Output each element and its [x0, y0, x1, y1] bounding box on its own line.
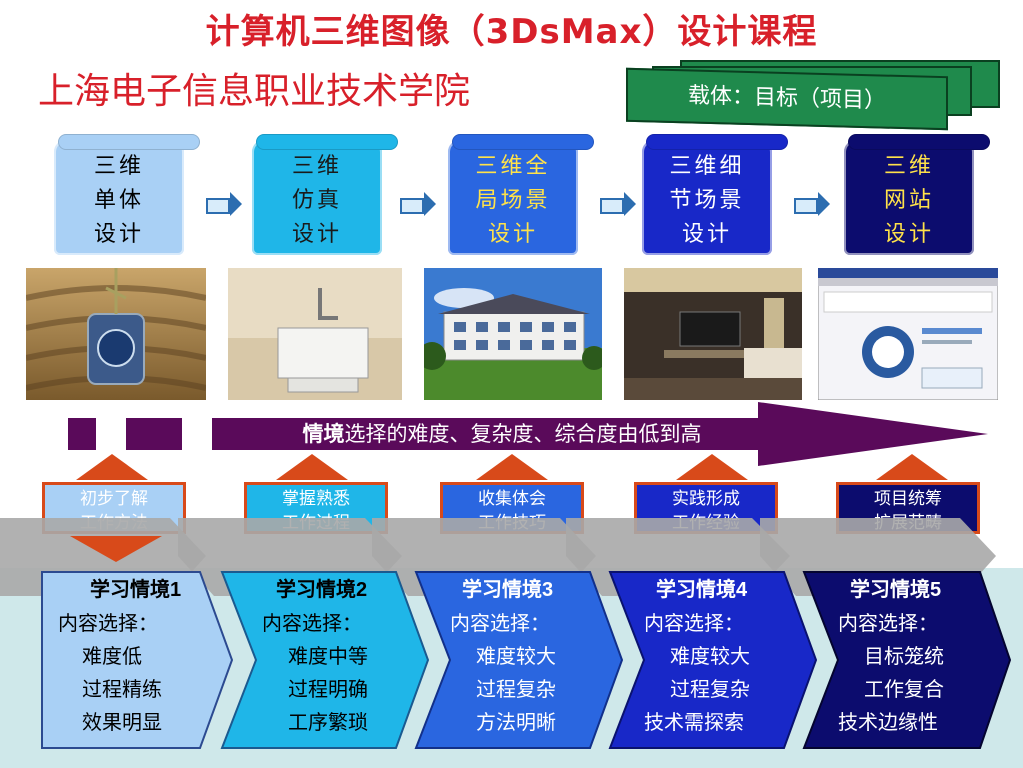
lesson-2-item-3: 工序繁琐 — [288, 710, 368, 734]
photo-living-room — [624, 268, 802, 400]
chevron-3 — [414, 571, 624, 749]
stage-1-line-1: 三维 — [93, 154, 144, 179]
lesson-2-label: 内容选择： — [262, 611, 362, 635]
lesson-4-label: 内容选择： — [644, 611, 744, 635]
college-name: 上海电子信息职业技术学院 — [38, 71, 471, 112]
lesson-1: 学习情境1 内容选择： 难度低 过程精练 效果明显 — [58, 574, 238, 749]
lesson-3-title: 学习情境3 — [462, 579, 554, 601]
lesson-3-item-3: 方法明晰 — [476, 710, 556, 734]
carrier-label: 载体：目标（项目） — [626, 67, 948, 131]
stage-scroll-3: 三维全 局场景 设计 — [448, 134, 594, 255]
down-arrow-icon — [70, 536, 162, 562]
difficulty-bar — [212, 418, 772, 450]
stage-scroll-2: 三维 仿真 设计 — [252, 134, 398, 255]
chevron-4 — [608, 571, 818, 749]
main-title: 计算机三维图像（3DsMax）设计课程 — [205, 12, 818, 52]
outcome-1-line-1: 初步了解 — [80, 489, 148, 509]
photo-website — [818, 268, 998, 400]
lesson-1-item-1: 难度低 — [82, 644, 142, 668]
photo-sink — [228, 268, 402, 400]
right-arrow-icon — [794, 192, 830, 216]
stage-2-line-2: 仿真 — [291, 188, 342, 213]
lesson-chevrons — [41, 571, 1012, 749]
stage-3-text: 三维全 局场景 设计 — [448, 150, 578, 252]
lesson-3: 学习情境3 内容选择： 难度较大 过程复杂 方法明晰 — [450, 574, 630, 749]
lesson-2-item-2: 过程明确 — [288, 677, 368, 701]
stage-3-line-2: 局场景 — [475, 188, 551, 213]
chevron-1 — [41, 571, 234, 749]
lesson-5-title: 学习情境5 — [850, 579, 942, 601]
lesson-1-item-3: 效果明显 — [82, 710, 162, 734]
difficulty-arrowhead — [758, 402, 988, 466]
scroll-curl — [256, 134, 398, 150]
up-arrow-icon — [676, 454, 748, 480]
lesson-5: 学习情境5 内容选择： 目标笼统 工作复合 技术边缘性 — [838, 574, 1018, 749]
chevron-2 — [220, 571, 430, 749]
lesson-3-item-1: 难度较大 — [476, 644, 556, 668]
right-arrow-icon — [400, 192, 436, 216]
lesson-1-title: 学习情境1 — [90, 579, 182, 601]
outcome-2-line-1: 掌握熟悉 — [282, 489, 350, 509]
scroll-curl — [58, 134, 200, 150]
scroll-curl — [848, 134, 990, 150]
chevron-5 — [802, 571, 1012, 749]
lesson-5-item-1: 目标笼统 — [864, 644, 944, 668]
lesson-5-item-2: 工作复合 — [864, 677, 944, 701]
stage-4-line-2: 节场景 — [669, 188, 745, 213]
difficulty-banner-text: 情境选择的难度、复杂度、综合度由低到高 — [212, 418, 792, 450]
lesson-1-item-2: 过程精练 — [82, 677, 162, 701]
up-arrow-icon — [76, 454, 148, 480]
stage-5-text: 三维 网站 设计 — [844, 150, 974, 252]
stage-2-line-1: 三维 — [291, 154, 342, 179]
lesson-4: 学习情境4 内容选择： 难度较大 过程复杂 技术需探索 — [644, 574, 824, 749]
stage-1-line-2: 单体 — [93, 188, 144, 213]
stage-scroll-4: 三维细 节场景 设计 — [642, 134, 788, 255]
stage-2-line-3: 设计 — [291, 222, 342, 247]
right-arrow-icon — [600, 192, 636, 216]
stage-5-line-1: 三维 — [883, 154, 934, 179]
stage-3-line-3: 设计 — [487, 222, 538, 247]
stage-1-line-3: 设计 — [93, 222, 144, 247]
stage-4-text: 三维细 节场景 设计 — [642, 150, 772, 252]
lesson-5-item-3: 技术边缘性 — [838, 710, 938, 734]
lesson-2-item-1: 难度中等 — [288, 644, 368, 668]
lesson-4-title: 学习情境4 — [656, 579, 748, 601]
lesson-4-item-2: 过程复杂 — [670, 677, 750, 701]
lesson-4-item-1: 难度较大 — [670, 644, 750, 668]
right-arrow-icon — [206, 192, 242, 216]
stage-2-text: 三维 仿真 设计 — [252, 150, 382, 252]
up-arrow-icon — [276, 454, 348, 480]
lesson-3-item-2: 过程复杂 — [476, 677, 556, 701]
scroll-curl — [452, 134, 594, 150]
stage-1-text: 三维 单体 设计 — [54, 150, 184, 252]
lesson-2-title: 学习情境2 — [276, 579, 368, 601]
stage-3-line-1: 三维全 — [475, 154, 551, 179]
scroll-curl — [646, 134, 788, 150]
stage-scroll-1: 三维 单体 设计 — [54, 134, 200, 255]
photo-keychain — [26, 268, 206, 400]
lesson-1-label: 内容选择： — [58, 611, 158, 635]
lesson-3-label: 内容选择： — [450, 611, 550, 635]
lesson-2: 学习情境2 内容选择： 难度中等 过程明确 工序繁琐 — [262, 574, 442, 749]
bar-square-1 — [68, 418, 96, 450]
outcome-4-line-1: 实践形成 — [672, 489, 740, 509]
stage-4-line-1: 三维细 — [669, 154, 745, 179]
bar-square-2 — [126, 418, 182, 450]
outcome-3-line-1: 收集体会 — [478, 489, 546, 509]
stage-scroll-5: 三维 网站 设计 — [844, 134, 990, 255]
up-arrow-icon — [876, 454, 948, 480]
banner-highlight: 情境 — [302, 422, 345, 446]
stage-4-line-3: 设计 — [681, 222, 732, 247]
outcome-5-line-1: 项目统筹 — [874, 489, 942, 509]
lesson-5-label: 内容选择： — [838, 611, 938, 635]
lesson-4-item-3: 技术需探索 — [644, 710, 744, 734]
up-arrow-icon — [476, 454, 548, 480]
stage-5-line-3: 设计 — [883, 222, 934, 247]
banner-rest: 选择的难度、复杂度、综合度由低到高 — [344, 422, 702, 446]
photo-building — [424, 268, 602, 400]
stage-5-line-2: 网站 — [883, 188, 934, 213]
